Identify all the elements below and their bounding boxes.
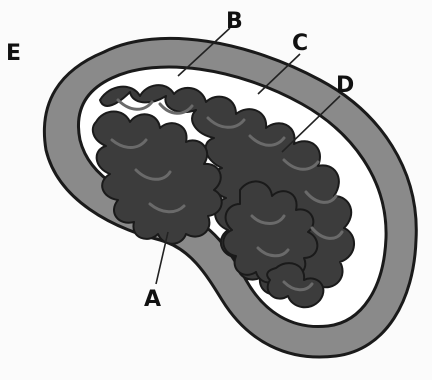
label-e: E [6, 41, 21, 66]
label-b: B [226, 9, 243, 34]
label-d: D [336, 73, 354, 98]
label-a: A [144, 287, 161, 312]
label-c: C [292, 31, 308, 56]
